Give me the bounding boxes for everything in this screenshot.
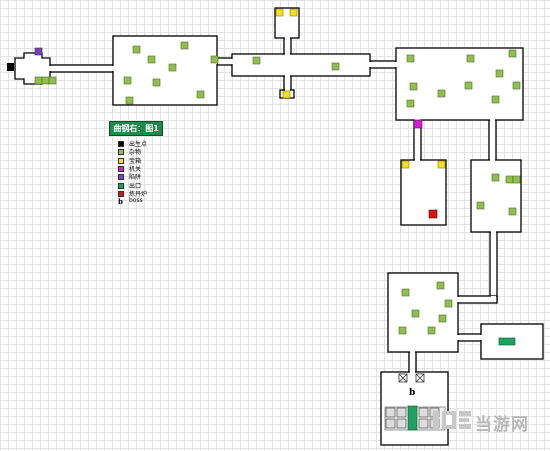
treasure-chest-icon xyxy=(289,8,298,17)
boss-exit-marker-icon xyxy=(407,405,418,431)
switch-icon xyxy=(413,119,423,129)
legend-label: 杂物 xyxy=(129,149,142,157)
sundries-icon xyxy=(152,78,161,87)
treasure-chest-icon xyxy=(437,160,446,169)
corridor-hub-to-room-ne xyxy=(367,60,399,69)
sundries-icon xyxy=(196,90,205,99)
sundries-icon xyxy=(34,76,43,85)
treasure-swatch-icon xyxy=(118,157,124,164)
exit-icon xyxy=(498,337,516,346)
sundries-icon xyxy=(491,95,500,104)
legend-label: 出口 xyxy=(129,182,142,190)
sundries-icon xyxy=(41,76,50,85)
legend-label: 机关 xyxy=(129,165,142,173)
sundries-icon xyxy=(147,55,156,64)
sundries-icon xyxy=(466,54,475,63)
sundries-icon xyxy=(464,81,473,90)
sundries-icon xyxy=(180,41,189,50)
sundries-icon xyxy=(252,56,261,65)
sundries-icon xyxy=(508,207,517,216)
sundries-icon xyxy=(125,96,134,105)
corridor-mid-down xyxy=(489,229,498,303)
corridor-right-down xyxy=(488,119,497,163)
sundries-swatch-icon xyxy=(118,149,124,156)
legend-label: 陷阱 xyxy=(129,174,142,182)
sundries-icon xyxy=(512,175,521,184)
corridor-to-boss-room xyxy=(408,351,417,375)
alchemy_furnace-swatch-icon xyxy=(118,190,124,197)
spawn-swatch-icon xyxy=(118,141,124,147)
treasure-chest-icon xyxy=(401,160,410,169)
sundries-icon xyxy=(210,55,219,64)
sundries-icon xyxy=(331,62,340,71)
sundries-icon xyxy=(401,288,410,297)
treasure-chest-icon xyxy=(275,8,284,17)
legend-title: 曲钢右：图1 xyxy=(109,121,163,136)
room-furnace xyxy=(400,159,447,226)
alchemy-furnace-icon xyxy=(428,209,438,219)
sundries-icon xyxy=(444,299,453,308)
switch-swatch-icon xyxy=(118,165,124,172)
sundries-icon xyxy=(512,81,521,90)
sundries-icon xyxy=(411,309,420,318)
sundries-icon xyxy=(505,175,514,184)
sundries-icon xyxy=(476,201,485,210)
spawn-point-icon xyxy=(7,63,14,71)
exit-swatch-icon xyxy=(118,182,124,189)
sundries-icon xyxy=(168,63,177,72)
sundries-icon xyxy=(123,76,132,85)
trap-swatch-icon xyxy=(118,174,124,181)
sundries-icon xyxy=(508,49,517,58)
sundries-icon xyxy=(48,76,57,85)
trap-icon xyxy=(34,47,43,56)
treasure-chest-icon xyxy=(282,90,291,99)
sundries-icon xyxy=(427,326,436,335)
hub-corridor xyxy=(231,53,371,77)
sundries-icon xyxy=(495,69,504,78)
sundries-icon xyxy=(132,45,141,54)
watermark: 当游网 xyxy=(433,407,545,435)
sundries-icon xyxy=(406,99,415,108)
corridor-to-lower-room xyxy=(454,295,498,304)
legend-label: 炼丹炉 xyxy=(129,190,148,198)
room-south xyxy=(387,272,459,353)
sundries-icon xyxy=(436,281,445,290)
room-east-middle xyxy=(470,159,522,233)
sundries-icon xyxy=(398,326,407,335)
sundries-icon xyxy=(491,173,500,182)
sundries-icon xyxy=(406,54,415,63)
corridor-spawn-to-room1 xyxy=(49,64,115,73)
sundries-icon xyxy=(438,314,447,323)
watermark-text: 当游网 xyxy=(475,415,529,435)
sundries-icon xyxy=(409,82,418,91)
legend-label: 出生点 xyxy=(129,141,148,148)
legend-label: 宝箱 xyxy=(129,157,142,165)
legend-label: boss xyxy=(129,197,143,205)
boss-marker: b xyxy=(409,388,415,398)
dangyou-logo-icon xyxy=(433,411,471,429)
legend-letter: b xyxy=(118,197,123,207)
sundries-icon xyxy=(437,89,446,98)
corridor-to-exit-room xyxy=(454,333,484,342)
